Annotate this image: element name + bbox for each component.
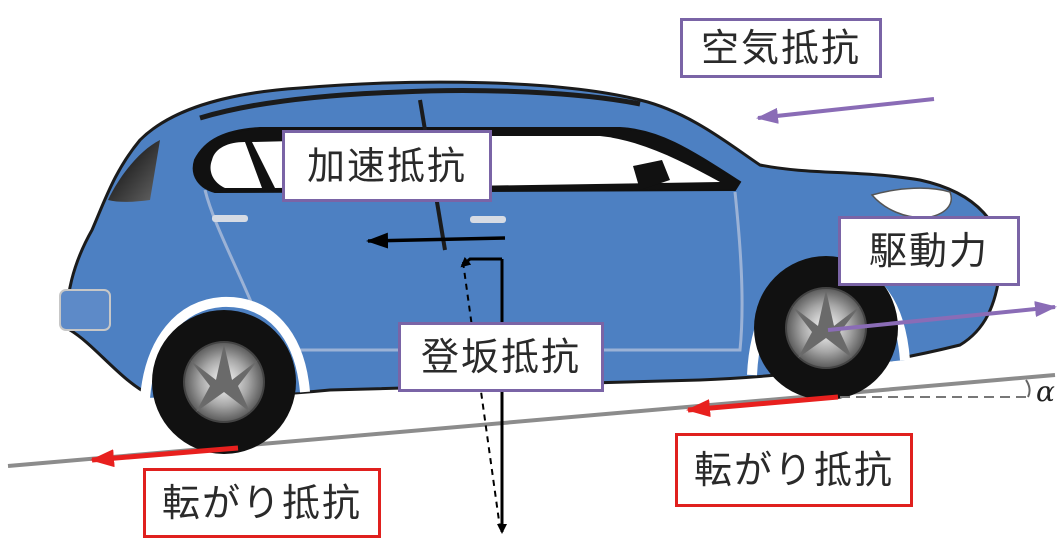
acceleration-resistance-arrow: [366, 232, 506, 249]
rolling-resistance-arrow-rear: [90, 445, 239, 468]
roof-line: [199, 88, 641, 121]
air-resistance-label: 空気抵抗: [680, 18, 882, 78]
side-mirror: [633, 160, 670, 190]
grade-resistance-arrow: [460, 256, 502, 268]
rear-window: [210, 142, 262, 188]
acceleration-resistance-label: 加速抵抗: [282, 130, 492, 202]
rolling-resistance-label-rear: 転がり抵抗: [143, 468, 381, 538]
air-resistance-arrow: [756, 97, 935, 124]
front-door-handle: [470, 216, 506, 223]
driving-force-label: 駆動力: [838, 216, 1020, 286]
driving-force-arrow: [827, 301, 1057, 332]
slope-angle-label: α: [1036, 375, 1055, 408]
grade-resistance-label: 登坂抵抗: [398, 322, 604, 392]
rear-reflector: [59, 289, 111, 331]
rear-door-handle: [212, 215, 248, 222]
slope-angle-arc: [1025, 379, 1031, 398]
rear-wheel: [152, 310, 296, 454]
rolling-resistance-label-front: 転がり抵抗: [675, 433, 913, 507]
headlight: [870, 187, 952, 219]
rolling-resistance-arrow-front: [686, 394, 839, 418]
gravity-component-dashed: [462, 261, 501, 529]
front-wheel: [754, 256, 898, 400]
rear-lamp: [108, 140, 160, 202]
